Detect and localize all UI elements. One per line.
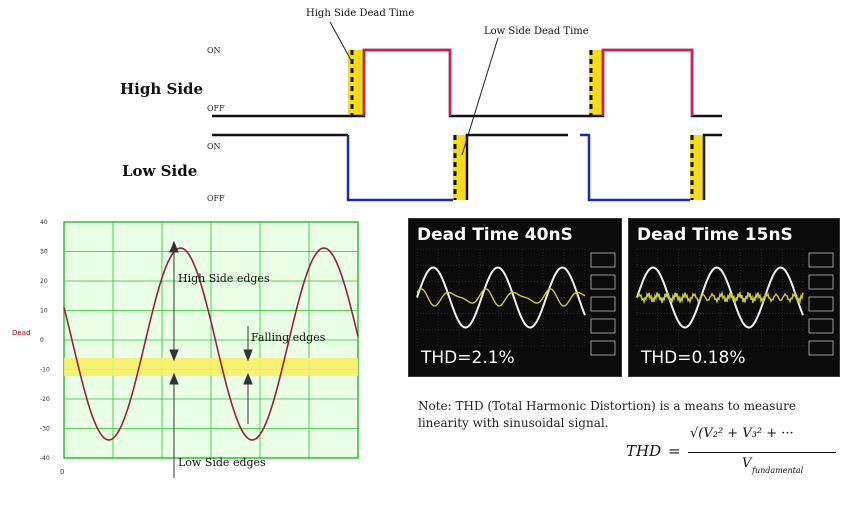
low-side-trace-1 bbox=[346, 135, 453, 202]
low-dead-time-label: Low Side Dead Time bbox=[484, 26, 589, 37]
falling-edges-label: Falling edges bbox=[251, 331, 326, 344]
scope-15ns-thd: THD=0.18% bbox=[641, 348, 746, 368]
low-edges-label: Low Side edges bbox=[178, 456, 266, 469]
high-dead-time-label: High Side Dead Time bbox=[306, 8, 415, 19]
y-tick-label: 40 bbox=[40, 219, 48, 226]
edge-arrows bbox=[169, 240, 253, 478]
y-tick-label: -30 bbox=[40, 426, 50, 433]
formula-denominator-sub: fundamental bbox=[752, 466, 804, 475]
high-on-label: ON bbox=[207, 46, 221, 55]
low-off-label: OFF bbox=[207, 194, 225, 203]
falling-edge-band bbox=[64, 358, 358, 376]
scope-15ns-waves bbox=[636, 248, 834, 356]
formula-numerator: √(V₂² + V₃² + ··· bbox=[690, 426, 794, 441]
scope-40ns: Dead Time 40nS THD=2.1% bbox=[408, 218, 622, 377]
scope-40ns-title: Dead Time 40nS bbox=[417, 225, 573, 245]
high-side-trace-1 bbox=[348, 48, 589, 118]
thd-note: Note: THD (Total Harmonic Distortion) is… bbox=[418, 399, 796, 430]
scope-distortion bbox=[416, 288, 586, 307]
y-tick-label: -40 bbox=[40, 455, 50, 462]
scope-sine bbox=[416, 266, 586, 329]
y-tick-label: 20 bbox=[40, 278, 48, 285]
y-tick-label: 0 bbox=[40, 337, 44, 344]
sine-trace bbox=[63, 247, 359, 441]
scope-sine bbox=[636, 266, 804, 329]
high-off-label: OFF bbox=[207, 104, 225, 113]
low-side-title: Low Side bbox=[122, 162, 198, 180]
formula-lhs: THD bbox=[626, 442, 662, 460]
low-on-label: ON bbox=[207, 142, 221, 151]
low-side-trace-3 bbox=[580, 133, 690, 202]
formula-denominator: V bbox=[742, 456, 752, 471]
low-side-trace-4 bbox=[702, 133, 722, 200]
low-side-trace-2 bbox=[465, 133, 568, 200]
y-tick-label: -10 bbox=[40, 367, 50, 374]
high-edges-label: High Side edges bbox=[178, 272, 270, 285]
sine-plot: 40 30 20 10 0 -10 -20 -30 -40 0 bbox=[40, 219, 359, 478]
high-side-title: High Side bbox=[120, 80, 204, 98]
y-tick-labels: 40 30 20 10 0 -10 -20 -30 -40 bbox=[40, 219, 50, 462]
y-tick-label: -20 bbox=[40, 396, 50, 403]
scope-40ns-thd: THD=2.1% bbox=[421, 348, 515, 368]
scope-15ns-title: Dead Time 15nS bbox=[637, 225, 793, 245]
low-dead-time-pointer bbox=[461, 37, 499, 156]
high-side-pink-1 bbox=[362, 48, 452, 116]
y-tick-label: 30 bbox=[40, 249, 48, 256]
scope-40ns-waves bbox=[416, 248, 616, 356]
svg-text:0: 0 bbox=[60, 468, 64, 476]
scope-15ns: Dead Time 15nS THD=0.18% bbox=[628, 218, 840, 377]
y-tick-label: 10 bbox=[40, 308, 48, 315]
scope-distortion bbox=[636, 290, 804, 305]
timing-diagram bbox=[212, 21, 722, 202]
high-side-pink-2 bbox=[601, 48, 694, 116]
high-dead-time-pointer bbox=[329, 21, 353, 63]
high-side-trace-2 bbox=[589, 48, 722, 118]
y-axis-label: Dead bbox=[12, 329, 31, 337]
plot-grid bbox=[63, 221, 359, 459]
